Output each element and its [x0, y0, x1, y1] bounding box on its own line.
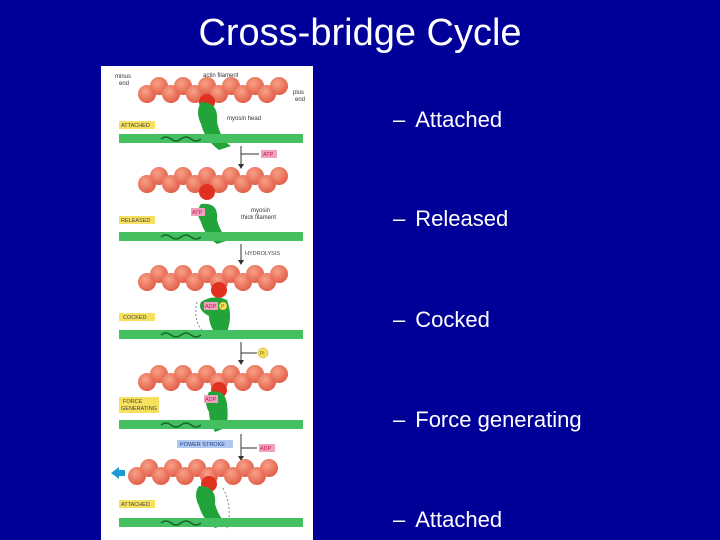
- bullet-text: Attached: [415, 507, 503, 532]
- state-label-released: RELEASED: [121, 218, 150, 224]
- slide-title: Cross-bridge Cycle: [198, 12, 522, 54]
- bullet-attached-final: –Attached: [393, 507, 502, 533]
- thick-filament: [119, 518, 303, 527]
- state-label-attached-2: ATTACHED: [121, 502, 150, 508]
- step-hydrolysis: HYDROLYSIS: [238, 244, 280, 265]
- thick-filament: [119, 134, 303, 143]
- myosin-head: [196, 486, 227, 528]
- panel-released: ATP myosin thick filament RELEASED: [119, 167, 303, 244]
- bullet-text: Released: [415, 206, 509, 231]
- actin-filament: [138, 265, 288, 298]
- actin-filament: [138, 77, 288, 110]
- state-label-attached: ATTACHED: [121, 123, 150, 129]
- bullet-text: Cocked: [415, 307, 490, 332]
- state-label-force-2: GENERATING: [121, 406, 157, 412]
- panel-cocked: ADP P COCKED: [119, 265, 303, 339]
- bullet-text: Force generating: [415, 407, 582, 432]
- bullet-text: Attached: [415, 107, 503, 132]
- bullet-cocked: –Cocked: [393, 307, 490, 333]
- thick-filament: [119, 232, 303, 241]
- movement-arrow-icon: [111, 467, 125, 479]
- state-label-attached-bg: [119, 121, 155, 129]
- step-power-stroke: POWER STROKE ADP: [177, 434, 275, 461]
- step-label-hydrolysis: HYDROLYSIS: [245, 251, 280, 257]
- panel-attached: minus end plus end actin filament myosin…: [115, 73, 305, 150]
- tag-adp-2: ADP: [205, 397, 217, 403]
- step-pi: Pi: [238, 342, 269, 365]
- bullet-force-generating: –Force generating: [393, 407, 582, 433]
- tag-adp: ADP: [205, 304, 217, 310]
- bullet-dash: –: [393, 307, 406, 332]
- tag-p: P: [221, 304, 225, 310]
- thick-filament: [119, 330, 303, 339]
- cross-bridge-diagram: minus end plus end actin filament myosin…: [101, 66, 313, 540]
- myosin-label-2: thick filament: [241, 215, 276, 221]
- panel-attached-2: ATTACHED: [111, 459, 303, 529]
- step-label-power-stroke: POWER STROKE: [180, 442, 225, 448]
- bullet-attached: –Attached: [393, 107, 502, 133]
- actin-filament: [128, 459, 278, 492]
- tag-atp: ATP: [192, 210, 203, 216]
- actin-filament: [138, 167, 288, 200]
- step-label-atp: ATP: [263, 152, 274, 158]
- plus-end-label-1: plus: [293, 90, 304, 96]
- myosin-head-label: myosin head: [227, 116, 261, 122]
- panel-force-generating: ADP FORCE GENERATING: [119, 365, 303, 432]
- bullet-dash: –: [393, 507, 406, 532]
- minus-end-label-1: minus: [115, 74, 131, 80]
- step-atp: ATP: [238, 146, 277, 169]
- bullet-dash: –: [393, 107, 406, 132]
- step-label-pi: Pi: [260, 351, 264, 357]
- plus-end-label-2: end: [295, 97, 305, 103]
- state-label-cocked: COCKED: [123, 315, 147, 321]
- myosin-label-1: myosin: [251, 208, 270, 214]
- minus-end-label-2: end: [119, 81, 129, 87]
- bullet-dash: –: [393, 407, 406, 432]
- step-label-adp: ADP: [260, 446, 272, 452]
- bullet-released: –Released: [393, 206, 508, 232]
- bullet-dash: –: [393, 206, 406, 231]
- state-label-force-1: FORCE: [123, 399, 143, 405]
- thick-filament: [119, 420, 303, 429]
- actin-filament-label: actin filament: [203, 73, 239, 79]
